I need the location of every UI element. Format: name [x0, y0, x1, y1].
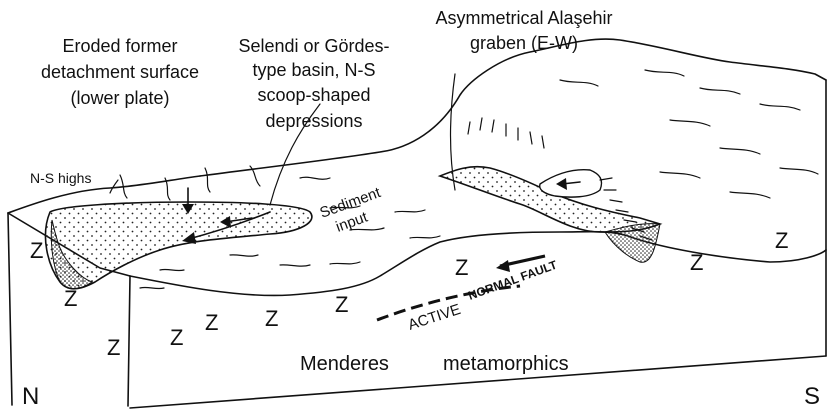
z-symbol: Z	[107, 335, 120, 360]
label-menderes: Menderes	[300, 353, 389, 375]
z-symbol: Z	[170, 325, 183, 350]
z-symbol: Z	[30, 238, 43, 263]
label-basin-1: Selendi or Gördes-	[238, 36, 389, 56]
label-ns-highs: N-S highs	[30, 170, 91, 186]
z-symbol: Z	[775, 228, 788, 253]
label-south: S	[804, 383, 820, 410]
label-basin-2: type basin, N-S	[252, 60, 375, 80]
label-graben-1: Asymmetrical Alaşehir	[435, 8, 612, 28]
z-symbol: Z	[205, 310, 218, 335]
scoop-basin	[45, 202, 311, 289]
label-eroded-surface-2: detachment surface	[41, 62, 199, 82]
z-symbol: Z	[690, 250, 703, 275]
label-basin-4: depressions	[265, 111, 362, 131]
z-symbol: Z	[455, 255, 468, 280]
z-symbol: Z	[265, 306, 278, 331]
z-symbol: Z	[335, 292, 348, 317]
label-eroded-surface-3: (lower plate)	[70, 88, 169, 108]
label-graben-2: graben (E-W)	[470, 33, 578, 53]
label-metamorphics: metamorphics	[443, 353, 569, 375]
label-eroded-surface-1: Eroded former	[62, 36, 177, 56]
label-basin-3: scoop-shaped	[257, 85, 370, 105]
label-north: N	[22, 383, 39, 410]
graben	[440, 167, 660, 263]
z-symbol: Z	[64, 286, 77, 311]
